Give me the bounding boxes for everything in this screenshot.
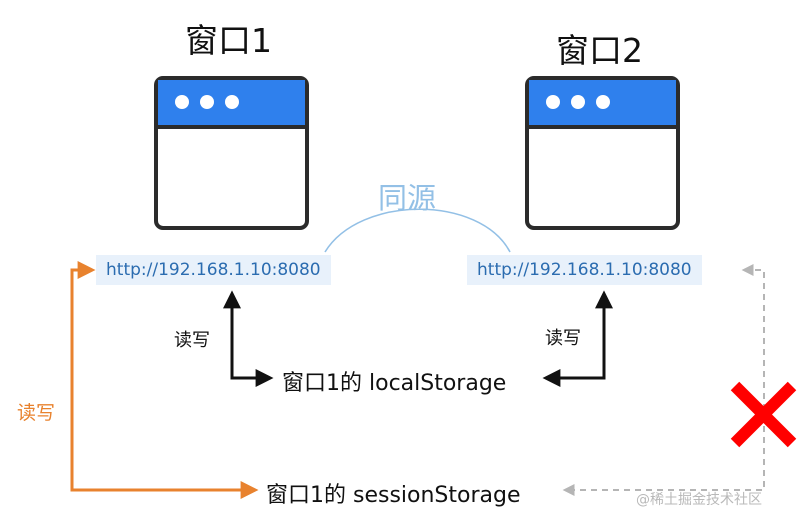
window2-read-write-label: 读写 (545, 328, 581, 349)
window1-icon (154, 76, 309, 230)
session-read-write-label: 读写 (17, 402, 56, 424)
window2-icon (525, 76, 680, 230)
session-storage-label: 窗口1的 sessionStorage (266, 483, 521, 508)
window2-session-denied-arrow (562, 264, 765, 496)
window2-title: 窗口2 (556, 31, 643, 70)
window1-session-arrow (70, 261, 259, 499)
watermark-text: @稀土掘金技术社区 (636, 492, 762, 508)
window2-url: http://192.168.1.10:8080 (467, 255, 702, 285)
window1-local-arrow (223, 290, 274, 387)
same-origin-arc (324, 208, 511, 253)
window1-url: http://192.168.1.10:8080 (96, 255, 331, 285)
local-storage-label: 窗口1的 localStorage (282, 371, 507, 396)
window1-read-write-label: 读写 (174, 330, 210, 351)
same-origin-label: 同源 (378, 181, 437, 215)
deny-cross-icon (730, 381, 797, 448)
window1-title: 窗口1 (185, 21, 272, 60)
